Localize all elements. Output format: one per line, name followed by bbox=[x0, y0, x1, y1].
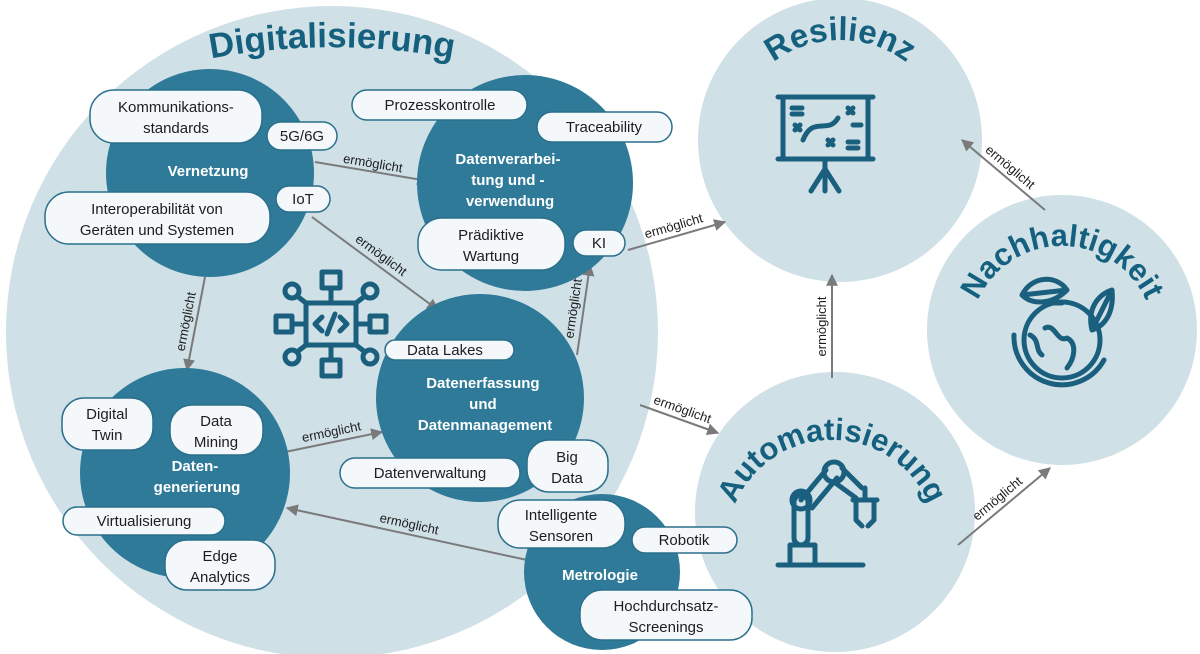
arrow-label: ermöglicht bbox=[969, 473, 1025, 523]
label-datenverarbeitung: Datenverarbei- tung und - verwendung bbox=[455, 151, 564, 210]
arrow bbox=[639, 404, 720, 435]
label-metrologie: Metrologie bbox=[562, 567, 638, 584]
arrow bbox=[957, 467, 1051, 546]
arrow bbox=[284, 428, 384, 453]
chip-code-icon bbox=[273, 269, 389, 379]
svg-text:Datenverwaltung: Datenverwaltung bbox=[374, 465, 487, 482]
arrow bbox=[183, 276, 206, 372]
robot-arm-icon bbox=[775, 459, 880, 568]
strategy-board-icon bbox=[775, 94, 876, 194]
arrow bbox=[576, 263, 595, 356]
svg-text:Kommunikations-standards: Kommunikations-standards bbox=[118, 99, 234, 137]
pill-traceability: Traceability bbox=[536, 111, 673, 143]
pill-robotik: Robotik bbox=[631, 526, 738, 554]
arrow bbox=[311, 216, 439, 311]
svg-text:Traceability: Traceability bbox=[566, 119, 643, 136]
label-datengenerierung: Daten- generierung bbox=[154, 458, 241, 496]
arrow-label: ermöglicht bbox=[983, 142, 1039, 192]
label-datenerfassung: Datenerfassung und Datenmanagement bbox=[418, 375, 552, 434]
svg-text:IoT: IoT bbox=[292, 191, 314, 208]
svg-text:Hochdurchsatz-Screenings: Hochdurchsatz-Screenings bbox=[613, 598, 718, 636]
circle-automatisierung bbox=[695, 372, 975, 652]
arrow-label: ermöglicht bbox=[814, 296, 829, 356]
label-vernetzung: Vernetzung bbox=[168, 163, 249, 180]
circle-nachhaltigkeit bbox=[927, 195, 1197, 465]
pill-hochdurchsatz-screenings: Hochdurchsatz-Screenings bbox=[579, 589, 753, 641]
pill-data-lakes: Data Lakes bbox=[384, 339, 515, 361]
svg-text:Prozesskontrolle: Prozesskontrolle bbox=[385, 97, 496, 114]
svg-text:Data Lakes: Data Lakes bbox=[407, 342, 483, 359]
arrow bbox=[314, 161, 430, 186]
svg-text:KI: KI bbox=[592, 235, 606, 252]
pill-5g6g: 5G/6G bbox=[266, 121, 338, 151]
pill-ki: KI bbox=[572, 229, 626, 257]
pill-iot: IoT bbox=[275, 185, 331, 213]
pill-virtualisierung: Virtualisierung bbox=[62, 506, 226, 536]
svg-text:5G/6G: 5G/6G bbox=[280, 128, 324, 145]
arrow bbox=[285, 504, 528, 561]
pill-kommunikationsstandards: Kommunikations-standards bbox=[89, 89, 263, 144]
svg-text:Virtualisierung: Virtualisierung bbox=[97, 513, 192, 530]
pill-prozesskontrolle: Prozesskontrolle bbox=[351, 89, 528, 121]
arrow bbox=[961, 139, 1046, 211]
pill-datenverwaltung: Datenverwaltung bbox=[339, 457, 521, 489]
globe-leaves-icon bbox=[1011, 276, 1115, 388]
arrow bbox=[627, 219, 727, 251]
circle-resilienz bbox=[698, 0, 982, 282]
svg-text:Robotik: Robotik bbox=[659, 532, 710, 549]
